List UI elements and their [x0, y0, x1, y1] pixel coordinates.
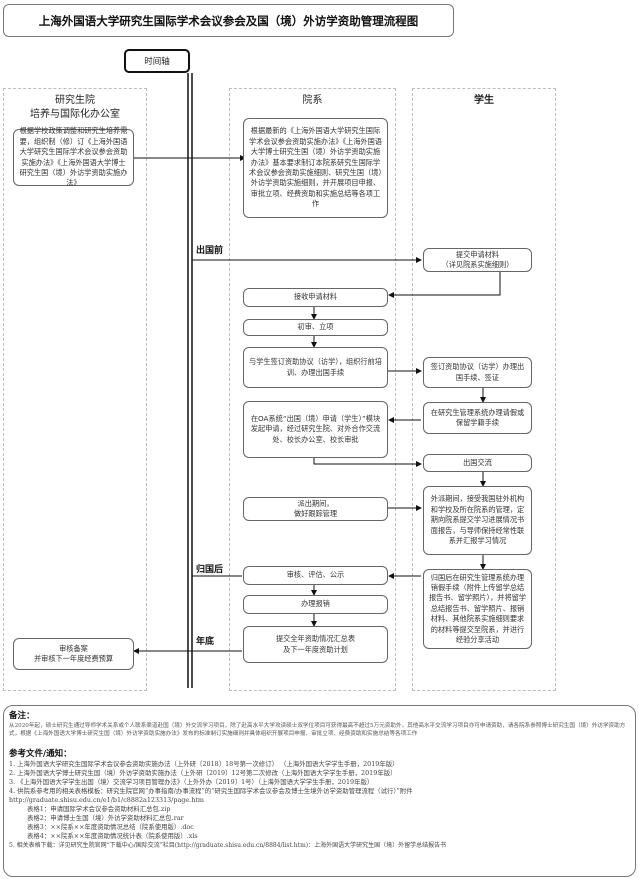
remark-title: 备注： — [9, 711, 35, 721]
lane-title-line1: 研究生院 — [55, 95, 95, 106]
step-revise-policy[interactable]: 根据学校政策调整和研究生培养需要，组织制（修）订《上海外国语大学研究生国际学术会… — [13, 126, 134, 187]
attachment-item[interactable]: 表格1：申请国际学术会议参会资助材料汇总包.zip — [27, 804, 171, 813]
connector-submit-receive — [388, 272, 501, 298]
phase-before-departure: 出国前 — [196, 246, 224, 256]
timeline-label: 时间轴 — [124, 49, 190, 73]
lane-title-line2: 培养与国际化办公室 — [30, 109, 120, 120]
reference-item: 2. 上海外国语大学博士研究生国（境）外访学资助实施办法（上外研〔2019〕12… — [9, 768, 397, 777]
step-submit-materials[interactable]: 提交申请材料 （详见院系实施细则） — [423, 248, 532, 272]
lane-title: 学生 — [474, 95, 494, 106]
attachment-item[interactable]: 表格3：××院系××年度资助情况总结（院系使用版）.doc — [27, 822, 194, 831]
step-go-abroad[interactable]: 出国交流 — [423, 454, 532, 472]
step-oa-application[interactable]: 在OA系统“出国（境）申请（学生）”模块发起申请，经过研究生院、对外合作交流处、… — [243, 401, 388, 458]
reference-item: 1. 上海外国语大学研究生国际学术会议参会资助实施办法（上外研〔2018〕18号… — [9, 759, 399, 768]
step-annual-summary[interactable]: 提交全年资助情况汇总表 及下一年度资助计划 — [243, 626, 388, 663]
step-sign-agreement-dept[interactable]: 与学生签订资助协议（访学），组织行前培训、办理出国手续 — [243, 347, 388, 388]
notes-panel: 备注： 从2020年起，硕士研究生通过导师学术关系或个人联系渠道赴国（境）外交流… — [3, 705, 636, 877]
download-note: 5. 相关表格下载：详见研究生院官网“下载中心/国际交流”栏目(http://g… — [9, 841, 447, 849]
phase-after-return: 归国后 — [196, 565, 224, 575]
lane-student: 学生 — [412, 88, 556, 691]
connector-oa-abroad — [313, 458, 422, 467]
attachment-item[interactable]: 表格2：申请博士生国（境）外访学资助材料汇总包.rar — [27, 813, 184, 822]
lane-title: 院系 — [302, 95, 323, 106]
step-receive-materials[interactable]: 接收申请材料 — [243, 288, 388, 307]
step-initial-review[interactable]: 初审、立项 — [243, 319, 388, 336]
chart-title: 上海外国语大学研究生国际学术会议参会及国（境）外访学资助管理流程图 — [3, 4, 454, 37]
step-audit-publicize[interactable]: 审核、评估、公示 — [243, 566, 388, 585]
phase-year-end: 年底 — [196, 637, 215, 647]
lane-department: 院系 — [229, 88, 396, 691]
step-during-exchange[interactable]: 外派期间，接受我国驻外机构和学校及所在院系的管理，定期向院系提交学习进展情况书面… — [423, 486, 532, 555]
remark-text: 从2020年起，硕士研究生通过导师学术关系或个人联系渠道赴国（境）外交流学习项目… — [9, 723, 626, 738]
step-reimbursement[interactable]: 办理报销 — [243, 595, 388, 614]
reference-item: 3. 《上海外国语大学学生出国（境）交流学习项目管理办法》（上外外办〔2019〕… — [9, 777, 374, 786]
reference-link[interactable]: http://graduate.shisu.edu.cn/e1/b1/c8882… — [9, 795, 204, 804]
step-dept-rules[interactable]: 根据最新的《上海外国语大学研究生国际学术会议参会资助实施办法》《上海外国语大学博… — [243, 118, 388, 218]
step-track-management[interactable]: 派出期间， 做好跟踪管理 — [243, 497, 388, 521]
step-return-procedure[interactable]: 归国后在研究生管理系统办理销假手续（附件上传留学总结报告书、留学照片），并将留学… — [423, 569, 532, 649]
step-filing-budget[interactable]: 审核备案 并审核下一年度经费预算 — [13, 638, 134, 670]
reference-item: 4. 供院系参考用的相关表格模板：研究生院官网“办事指南/办事流程”的“研究生国… — [9, 786, 413, 795]
step-leave-procedure[interactable]: 在研究生管理系统办理请假或保留学籍手续 — [423, 402, 532, 434]
lane-graduate-school: 研究生院 培养与国际化办公室 — [3, 88, 147, 691]
attachment-item[interactable]: 表格4：××院系××年度资助情况统计表（院系使用版）.xls — [27, 831, 198, 840]
step-sign-agreement-student[interactable]: 签订资助协议（访学）办理出国手续、签证 — [423, 357, 532, 388]
references-title: 参考文件/通知： — [9, 748, 72, 759]
